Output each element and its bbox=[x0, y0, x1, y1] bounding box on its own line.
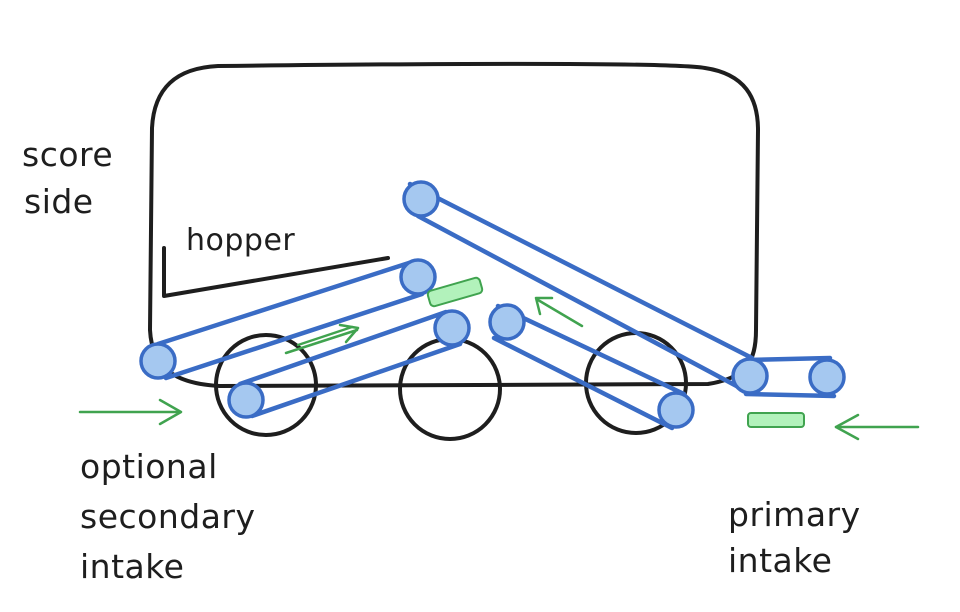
game-piece-icon bbox=[426, 276, 484, 308]
wheel-rear bbox=[214, 333, 318, 437]
secondary-intake-label-line1: optional bbox=[80, 447, 218, 486]
hopper-label: hopper bbox=[186, 223, 295, 258]
wheel-middle bbox=[398, 337, 502, 441]
primary-intake-conveyor bbox=[731, 355, 846, 399]
score-side-label-line2: side bbox=[24, 182, 94, 221]
roller bbox=[139, 342, 177, 380]
belt-edge bbox=[415, 213, 747, 393]
secondary-intake-label-line2: secondary bbox=[80, 497, 256, 536]
belt-edge bbox=[495, 303, 687, 397]
belt-edge bbox=[155, 259, 415, 347]
hopper-wall bbox=[162, 246, 390, 298]
belt-edge bbox=[407, 181, 755, 361]
roller bbox=[657, 391, 695, 429]
arrow-icon bbox=[534, 296, 584, 328]
belt-edge bbox=[743, 391, 837, 399]
front-lower-conveyor bbox=[488, 303, 695, 431]
arrow-icon bbox=[834, 413, 920, 441]
belt-edge bbox=[491, 335, 675, 431]
primary-intake-label-line1: primary bbox=[728, 495, 861, 534]
main-diagonal-conveyor bbox=[402, 180, 755, 393]
game-piece-icon bbox=[747, 412, 805, 428]
roller bbox=[402, 180, 440, 218]
roller bbox=[433, 309, 471, 347]
rear-upper-conveyor bbox=[139, 258, 437, 381]
roller bbox=[731, 357, 769, 395]
belt-edge bbox=[163, 291, 425, 381]
roller bbox=[399, 258, 437, 296]
score-side-label-line1: score bbox=[22, 135, 113, 174]
rear-lower-conveyor bbox=[227, 309, 471, 419]
belt-edge bbox=[249, 341, 463, 419]
roller bbox=[808, 358, 846, 396]
belt-edge bbox=[743, 355, 833, 363]
roller bbox=[488, 303, 526, 341]
robot-body-outline bbox=[148, 61, 760, 388]
belt-edge bbox=[237, 309, 449, 387]
secondary-intake-label-line3: intake bbox=[80, 547, 184, 586]
roller bbox=[227, 381, 265, 419]
arrow-icon bbox=[284, 323, 360, 355]
primary-intake-label-line2: intake bbox=[728, 541, 832, 580]
arrow-icon bbox=[78, 398, 183, 426]
